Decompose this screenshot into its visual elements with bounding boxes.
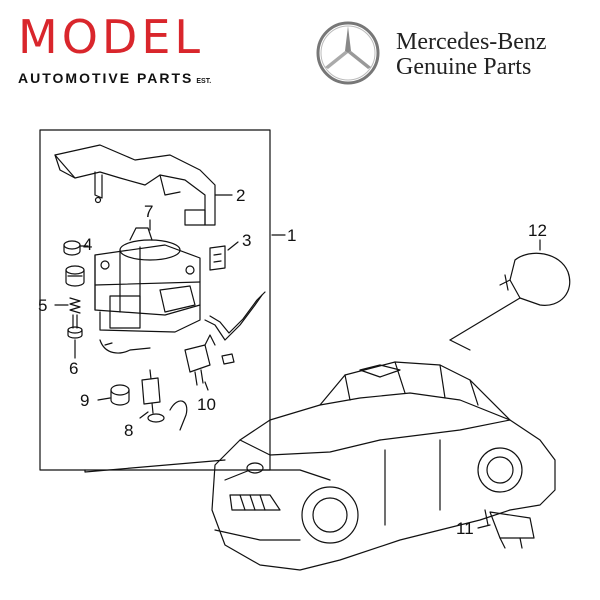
hose-line bbox=[99, 339, 151, 354]
relay-part bbox=[184, 334, 216, 386]
mount-pad bbox=[209, 245, 226, 271]
callout-2: 2 bbox=[236, 186, 245, 205]
hose-10 bbox=[169, 400, 188, 431]
mercedes-benz-genuine-parts-logo: Mercedes-Benz Genuine Parts bbox=[312, 18, 592, 88]
callout-12: 12 bbox=[528, 221, 547, 240]
mb-wordmark: Mercedes-Benz Genuine Parts bbox=[396, 29, 547, 81]
filter-part bbox=[141, 369, 165, 423]
frame-leader bbox=[84, 459, 226, 473]
mb-line2: Genuine Parts bbox=[396, 54, 532, 81]
rubber-bushing-stack bbox=[65, 265, 85, 287]
callout-8: 8 bbox=[124, 421, 133, 440]
bracket-part-11 bbox=[484, 509, 535, 549]
callout-5: 5 bbox=[38, 296, 47, 315]
rubber-bushing-top bbox=[63, 240, 81, 256]
bolt-part bbox=[67, 314, 83, 339]
callout-4: 4 bbox=[83, 235, 92, 254]
mount-bracket bbox=[54, 144, 216, 226]
rubber-mount-9 bbox=[110, 384, 130, 406]
pressure-line bbox=[204, 291, 266, 341]
subtitle-text: AUTOMOTIVE PARTS bbox=[18, 70, 194, 86]
callout-7: 7 bbox=[144, 202, 153, 221]
compressor bbox=[94, 227, 201, 333]
group-frame bbox=[39, 129, 271, 471]
callout-9: 9 bbox=[80, 391, 89, 410]
spring-part bbox=[69, 297, 81, 314]
callout-10: 10 bbox=[197, 395, 216, 414]
callout-3: 3 bbox=[242, 231, 251, 250]
car-outline bbox=[211, 361, 556, 571]
three-pointed-star-icon bbox=[316, 21, 380, 85]
model-wordmark: MODEL bbox=[18, 10, 205, 64]
cover-part-12 bbox=[499, 252, 571, 306]
callout-6: 6 bbox=[69, 359, 78, 378]
callout-1: 1 bbox=[287, 226, 296, 245]
sensor-part bbox=[221, 353, 235, 365]
callout-11: 11 bbox=[456, 519, 474, 538]
parts-diagram: 2 3 1 4 5 6 7 8 9 10 11 12 bbox=[38, 129, 571, 571]
mb-line1: Mercedes-Benz bbox=[396, 29, 547, 55]
est-mark: EST. bbox=[196, 78, 212, 85]
